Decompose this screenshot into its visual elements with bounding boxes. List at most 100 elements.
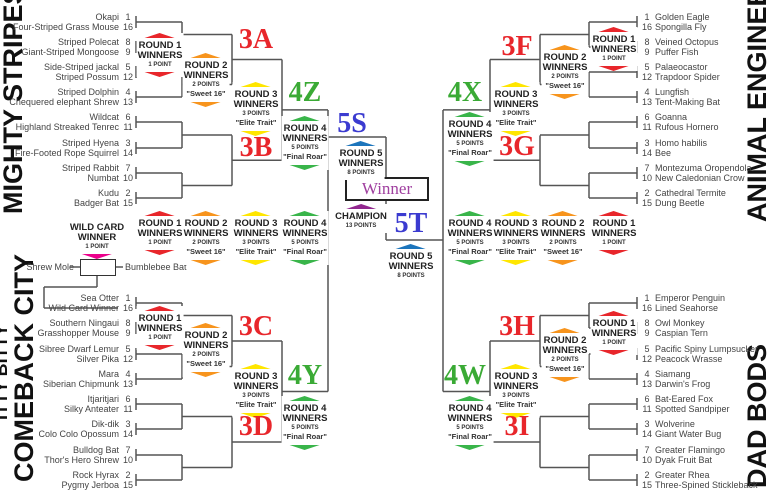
team-name[interactable]: Goanna bbox=[655, 112, 688, 122]
team-name[interactable]: Caspian Tern bbox=[655, 328, 708, 338]
winner-box[interactable]: Winner bbox=[345, 177, 429, 201]
team-name[interactable]: Kudu bbox=[97, 188, 119, 198]
team-name[interactable]: Dik-dik bbox=[91, 419, 119, 429]
team-name[interactable]: Dyak Fruit Bat bbox=[655, 455, 713, 465]
team-name[interactable]: Bat-Eared Fox bbox=[655, 394, 714, 404]
team-seed: 3 bbox=[125, 138, 131, 148]
team-name[interactable]: Mara bbox=[98, 369, 119, 379]
team-seed: 12 bbox=[122, 72, 133, 82]
team-name[interactable]: Spongilla Fly bbox=[655, 22, 707, 32]
team-name[interactable]: Lungfish bbox=[655, 87, 690, 97]
team-name[interactable]: Giant Water Bug bbox=[655, 429, 722, 439]
wild-card-box[interactable] bbox=[80, 259, 116, 276]
team-name[interactable]: Striped Possum bbox=[55, 72, 119, 82]
region-code: 5S bbox=[337, 108, 367, 139]
team-name[interactable]: Lined Seahorse bbox=[655, 303, 719, 313]
team-name[interactable]: Wildcat bbox=[89, 112, 119, 122]
team-seed: 8 bbox=[125, 37, 131, 47]
team-name[interactable]: Siamang bbox=[655, 369, 691, 379]
team-name[interactable]: Rock Hyrax bbox=[72, 470, 119, 480]
team-seed: 9 bbox=[125, 47, 131, 57]
team-name[interactable]: Trapdoor Spider bbox=[655, 72, 720, 82]
team-name[interactable]: Greater Flamingo bbox=[655, 445, 726, 455]
team-name[interactable]: Pacific Spiny Lumpsucker bbox=[655, 344, 759, 354]
team-name[interactable]: Striped Polecat bbox=[57, 37, 119, 47]
round-label-l2: WINNERS bbox=[233, 228, 279, 239]
round-label-pts: 5 POINTS bbox=[291, 425, 319, 431]
team-name[interactable]: Golden Eagle bbox=[655, 12, 710, 22]
team-name[interactable]: Highland Streaked Tenrec bbox=[15, 122, 119, 132]
team-seed: 14 bbox=[122, 148, 133, 158]
team-name[interactable]: Badger Bat bbox=[73, 198, 119, 208]
team-seed: 7 bbox=[125, 445, 131, 455]
team-name[interactable]: Striped Rabbit bbox=[61, 163, 119, 173]
team-name[interactable]: Silky Anteater bbox=[63, 404, 119, 414]
arrow-up-icon bbox=[191, 211, 221, 216]
team-name[interactable]: Veined Octopus bbox=[655, 37, 719, 47]
team-name[interactable]: Bee bbox=[655, 148, 672, 158]
team-name[interactable]: Striped Hyena bbox=[61, 138, 119, 148]
team-name[interactable]: Puffer Fish bbox=[655, 47, 699, 57]
team-name[interactable]: Itjaritjari bbox=[87, 394, 119, 404]
team-name[interactable]: Striped Dolphin bbox=[57, 87, 119, 97]
arrow-up-icon bbox=[241, 82, 271, 87]
team-name[interactable]: Darwin's Frog bbox=[655, 379, 711, 389]
team-name[interactable]: Bulldog Bat bbox=[72, 445, 119, 455]
round-label-l1: ROUND 1 bbox=[592, 34, 636, 45]
team-name[interactable]: Thor's Hero Shrew bbox=[44, 455, 119, 465]
team-name[interactable]: Homo habilis bbox=[655, 138, 708, 148]
round-label-l2: WINNERS bbox=[540, 228, 586, 239]
team-name[interactable]: Montezuma Oropendola bbox=[655, 163, 752, 173]
round-label-pts: 3 POINTS bbox=[242, 111, 270, 117]
round-label-l2: WINNERS bbox=[591, 44, 637, 55]
team-name[interactable]: Spotted Sandpiper bbox=[655, 404, 730, 414]
region-code: 3H bbox=[499, 311, 535, 342]
team-name[interactable]: Numbat bbox=[87, 173, 119, 183]
team-name[interactable]: Giant-Striped Mongoose bbox=[21, 47, 119, 57]
team-name[interactable]: Pygmy Jerboa bbox=[61, 480, 119, 490]
team-name[interactable]: Wolverine bbox=[655, 419, 695, 429]
team-seed: 14 bbox=[122, 429, 133, 439]
team-name[interactable]: Chequered elephant Shrew bbox=[9, 97, 119, 107]
team-name[interactable]: Silver Pika bbox=[76, 354, 119, 364]
team-name[interactable]: Peacock Wrasse bbox=[655, 354, 723, 364]
team-name[interactable]: Owl Monkey bbox=[655, 318, 705, 328]
team-name[interactable]: Tent-Making Bat bbox=[655, 97, 721, 107]
round-label-pts: 5 POINTS bbox=[291, 240, 319, 246]
team-name[interactable]: Grasshopper Mouse bbox=[37, 328, 119, 338]
team-name[interactable]: Dung Beetle bbox=[655, 198, 705, 208]
team-name[interactable]: Okapi bbox=[95, 12, 119, 22]
team-seed: 8 bbox=[644, 318, 650, 328]
region-code: 3G bbox=[499, 131, 535, 162]
team-name[interactable]: Palaeocastor bbox=[655, 62, 708, 72]
team-name[interactable]: Rufous Hornero bbox=[655, 122, 719, 132]
team-name[interactable]: Wild Card Winner bbox=[48, 303, 119, 313]
team-name[interactable]: Emperor Penguin bbox=[655, 293, 726, 303]
team-seed: 10 bbox=[641, 455, 652, 465]
team-seed: 1 bbox=[644, 12, 650, 22]
round-label-l2: WINNERS bbox=[542, 62, 588, 73]
team-seed: 16 bbox=[641, 22, 652, 32]
team-name[interactable]: Sea Otter bbox=[80, 293, 119, 303]
team-name[interactable]: Southern Ningaui bbox=[49, 318, 119, 328]
round-label-nick: "Sweet 16" bbox=[186, 89, 226, 98]
team-name[interactable]: Sibree Dwarf Lemur bbox=[38, 344, 119, 354]
round-label-pts: 1 POINT bbox=[148, 335, 172, 341]
team-name[interactable]: Greater Rhea bbox=[655, 470, 710, 480]
team-name[interactable]: Colo Colo Opossum bbox=[38, 429, 119, 439]
team-seed: 13 bbox=[641, 97, 652, 107]
team-name[interactable]: Siberian Chipmunk bbox=[42, 379, 119, 389]
team-seed: 11 bbox=[123, 404, 133, 414]
team-name[interactable]: Cathedral Termite bbox=[655, 188, 726, 198]
round-label-l2: WINNERS bbox=[388, 261, 434, 272]
team-name[interactable]: Fire-Footed Rope Squirrel bbox=[14, 148, 119, 158]
team-name[interactable]: Four-Striped Grass Mouse bbox=[12, 22, 119, 32]
team-name[interactable]: Side-Striped jackal bbox=[43, 62, 119, 72]
team-name[interactable]: Three-Spined Stickleback bbox=[655, 480, 758, 490]
team-name[interactable]: New Caledonian Crow bbox=[655, 173, 745, 183]
round-label-l2: WINNERS bbox=[591, 328, 637, 339]
